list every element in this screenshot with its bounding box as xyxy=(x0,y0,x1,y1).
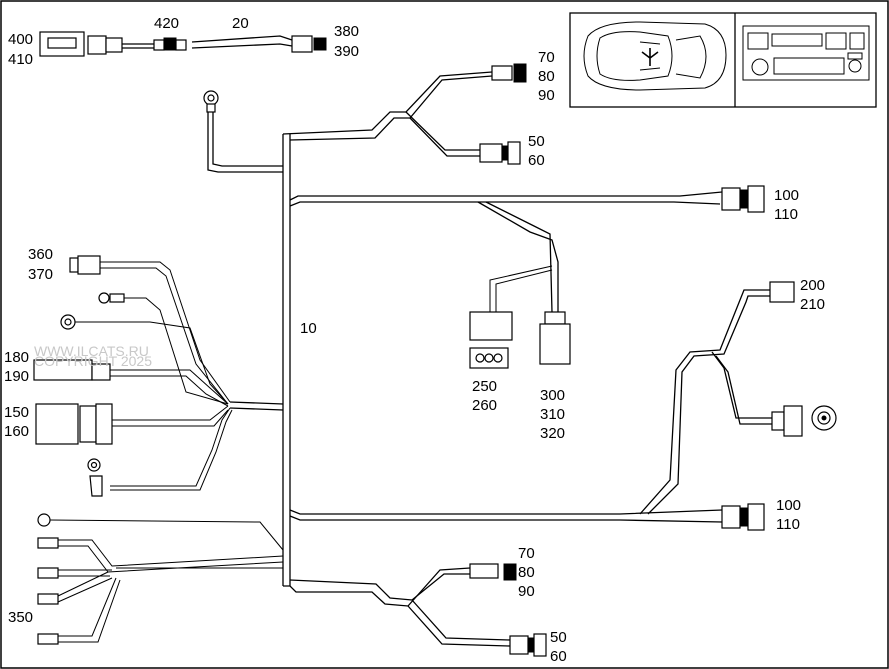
ring-terminal-icon xyxy=(98,292,110,304)
connector-300-310-320 xyxy=(544,311,566,325)
connector-360-370 xyxy=(69,257,79,273)
label-250: 250 xyxy=(472,378,497,395)
label-70-bottom: 70 xyxy=(518,545,535,562)
label-190: 190 xyxy=(4,368,29,385)
location-inset xyxy=(569,12,877,108)
label-370: 370 xyxy=(28,266,53,283)
connector-50-60 xyxy=(479,143,503,163)
main-harness xyxy=(49,71,772,647)
label-210: 210 xyxy=(800,296,825,313)
antenna-connector-icon xyxy=(783,405,803,437)
label-160: 160 xyxy=(4,423,29,440)
label-90-bottom: 90 xyxy=(518,583,535,600)
pin-terminal-icon xyxy=(37,593,59,605)
connector-100-110 xyxy=(721,187,741,211)
pin-terminal-icon xyxy=(37,567,59,579)
label-10: 10 xyxy=(300,320,317,337)
car-topview-icon xyxy=(583,21,727,91)
car-radio-icon xyxy=(742,25,870,81)
label-420: 420 xyxy=(154,15,179,32)
label-410: 410 xyxy=(8,51,33,68)
label-310: 310 xyxy=(540,406,565,423)
label-80-top: 80 xyxy=(538,68,555,85)
plug-icon xyxy=(87,35,107,55)
label-60-bottom: 60 xyxy=(550,648,567,665)
connector-150-160 xyxy=(35,403,79,445)
label-100-top: 100 xyxy=(774,187,799,204)
connector-380-390 xyxy=(291,35,313,53)
label-80-bottom: 80 xyxy=(518,564,535,581)
label-100-bottom: 100 xyxy=(776,497,801,514)
label-70-top: 70 xyxy=(538,49,555,66)
connector-200-210 xyxy=(769,281,795,303)
label-20: 20 xyxy=(232,15,249,32)
label-360: 360 xyxy=(28,246,53,263)
label-110-top: 110 xyxy=(774,206,798,223)
connector-70-80-90-b xyxy=(469,563,499,579)
flat-terminal-icon xyxy=(89,475,103,497)
connector-100-110-b xyxy=(721,505,741,529)
label-110-bottom: 110 xyxy=(776,516,800,533)
label-150: 150 xyxy=(4,404,29,421)
label-300: 300 xyxy=(540,387,565,404)
label-60-top: 60 xyxy=(528,152,545,169)
label-50-top: 50 xyxy=(528,133,545,150)
harness-20 xyxy=(39,31,327,57)
label-400: 400 xyxy=(8,31,33,48)
label-180: 180 xyxy=(4,349,29,366)
connectors xyxy=(33,63,837,657)
label-390: 390 xyxy=(334,43,359,60)
watermark-line2: COPYRIGHT 2025 xyxy=(34,353,152,369)
label-200: 200 xyxy=(800,277,825,294)
connector-50-60-b xyxy=(509,635,529,655)
connector-70-80-90 xyxy=(491,65,513,81)
watermark-line1: WWW.ILCATS.RU xyxy=(34,343,149,359)
label-50-bottom: 50 xyxy=(550,629,567,646)
pin-terminal-icon xyxy=(37,633,59,645)
label-90-top: 90 xyxy=(538,87,555,104)
pin-terminal-icon xyxy=(37,537,59,549)
label-260: 260 xyxy=(472,397,497,414)
module-250-260 xyxy=(469,311,513,341)
label-320: 320 xyxy=(540,425,565,442)
ring-terminal-icon xyxy=(37,513,51,527)
label-380: 380 xyxy=(334,23,359,40)
label-350: 350 xyxy=(8,609,33,626)
